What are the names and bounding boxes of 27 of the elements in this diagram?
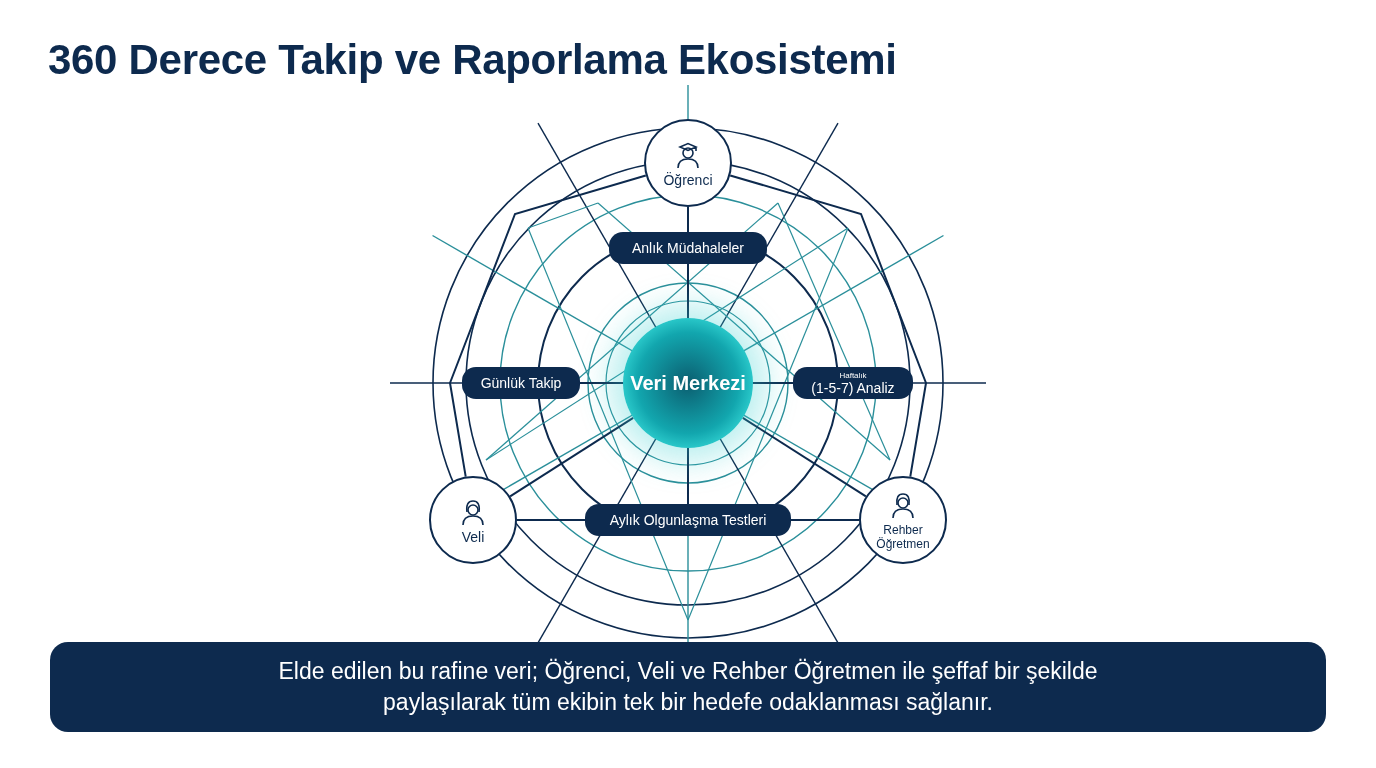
process-pill bbox=[585, 504, 791, 536]
pill-label: Günlük Takip bbox=[480, 375, 562, 391]
process-pill bbox=[609, 232, 767, 264]
data-hub-circle bbox=[623, 318, 753, 448]
pill-label: Aylık Olgunlaşma Testleri bbox=[609, 512, 767, 528]
title: 360 Derece Takip ve Raporlama Ekosistemi bbox=[48, 36, 897, 84]
process-pill bbox=[462, 367, 580, 399]
connector-line bbox=[516, 519, 586, 521]
pill-label: Anlık Müdahaleler bbox=[631, 240, 745, 256]
connector-line bbox=[687, 263, 689, 319]
process-pill bbox=[793, 367, 913, 399]
connector-line bbox=[729, 174, 928, 478]
stakeholder-label: Öğrenci bbox=[663, 172, 713, 187]
connector-line bbox=[741, 416, 867, 498]
connector-line bbox=[448, 174, 647, 478]
connector-line bbox=[509, 416, 635, 498]
caption-banner: Elde edilen bu rafine veri; Öğrenci, Veli ve Rehber Öğretmen ile şeffaf bir şekilde paylaşılarak tüm ekibin tek bir hedefe odaklanması sağlanır. bbox=[50, 642, 1326, 732]
stakeholder-label: Veli bbox=[461, 529, 485, 544]
hub-label: Veri Merkezi bbox=[630, 371, 746, 395]
pill-superscript: Haftalık bbox=[839, 370, 867, 380]
connector-line bbox=[687, 206, 689, 233]
connector-line bbox=[790, 519, 860, 521]
stakeholder-label: Rehber Öğretmen bbox=[875, 522, 931, 551]
connector-line bbox=[579, 382, 624, 384]
connector-line bbox=[752, 382, 794, 384]
connector-line bbox=[687, 447, 689, 505]
pill-label: (1-5-7) Analiz bbox=[811, 379, 895, 396]
